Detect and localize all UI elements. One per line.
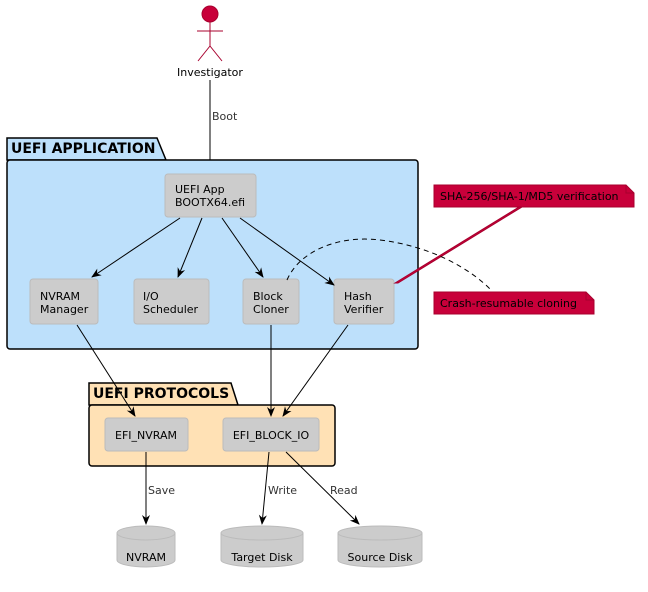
database-nvram: NVRAM [116,525,176,568]
package-uefi-protocols-title: UEFI PROTOCOLS [93,386,229,402]
edge-app-nvram-manager [91,217,181,278]
edge-read [285,451,360,525]
clone-note-connector [286,238,493,292]
actor-label: Investigator [177,66,243,79]
edge-boot-label: Boot [212,110,238,123]
database-target-disk-label: Target Disk [230,551,293,564]
edge-app-hash-verifier [239,217,335,286]
node-uefi-app: UEFI App BOOTX64.efi [164,173,257,218]
hash-verification-note: SHA-256/SHA-1/MD5 verification [433,184,635,208]
edge-write-label: Write [268,484,297,497]
database-source-disk-label: Source Disk [348,551,414,564]
node-efi-nvram: EFI_NVRAM [104,417,189,452]
node-block-cloner-line2: Cloner [253,303,289,316]
edge-nvram-manager-efi-nvram [76,324,136,417]
node-nvram-manager-line2: Manager [40,303,89,316]
node-block-cloner: Block Cloner [242,278,300,325]
edge-read-label: Read [330,484,358,497]
crash-resumable-note-text: Crash-resumable cloning [440,297,577,310]
actor-head [201,5,219,23]
package-uefi-application: UEFI APPLICATION [6,137,419,350]
node-io-scheduler-line1: I/O [143,290,159,303]
node-hash-verifier: Hash Verifier [333,278,395,325]
node-uefi-app-line2: BOOTX64.efi [175,196,245,209]
edge-write [258,451,270,525]
hash-verification-note-text: SHA-256/SHA-1/MD5 verification [440,190,619,203]
database-target-disk: Target Disk [220,525,304,568]
node-uefi-app-line1: UEFI App [175,183,225,196]
node-block-cloner-line1: Block [253,290,283,303]
node-nvram-manager-line1: NVRAM [40,290,80,303]
package-uefi-application-title: UEFI APPLICATION [11,141,155,157]
node-hash-verifier-line1: Hash [344,290,372,303]
edge-hash-verifier-efi-block-io [282,324,349,417]
edge-save-label: Save [148,484,175,497]
node-efi-block-io: EFI_BLOCK_IO [222,417,320,452]
node-io-scheduler-line2: Scheduler [143,303,199,316]
node-efi-block-io-label: EFI_BLOCK_IO [233,429,310,442]
database-nvram-label: NVRAM [126,551,166,564]
database-source-disk: Source Disk [337,525,423,568]
edge-app-block-cloner [221,217,264,278]
node-efi-nvram-label: EFI_NVRAM [115,429,177,442]
crash-resumable-note: Crash-resumable cloning [433,291,595,315]
node-hash-verifier-line2: Verifier [344,303,384,316]
edge-app-io-scheduler [177,217,203,278]
node-nvram-manager: NVRAM Manager [29,278,99,325]
node-io-scheduler: I/O Scheduler [133,278,210,325]
investigator-actor: Investigator [177,5,243,79]
